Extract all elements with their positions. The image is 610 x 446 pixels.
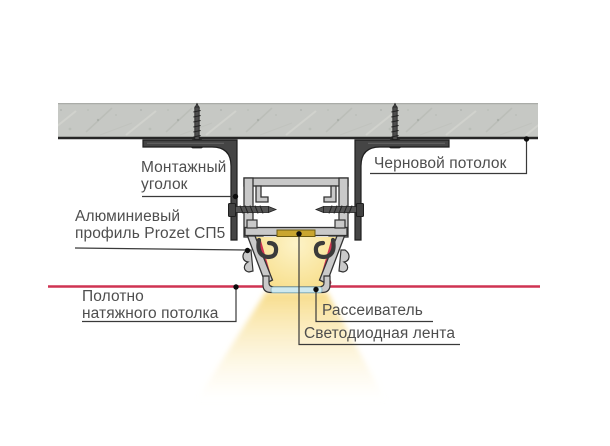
led-strip-bar — [276, 229, 316, 237]
label-line: Рассеиватель — [322, 302, 423, 319]
screw-head — [228, 203, 236, 217]
channel-top-bar — [243, 177, 349, 187]
light-beam — [196, 292, 386, 401]
screw-tip — [314, 205, 324, 214]
label-mounting-bracket: Монтажный уголок — [141, 159, 227, 193]
mounting-bracket-right — [354, 139, 450, 241]
label-line: профиль Prozet СП5 — [75, 224, 226, 242]
label-led-strip: Светодиодная лента — [304, 325, 456, 343]
leader-led-strip — [298, 235, 460, 346]
lamp-module — [242, 219, 350, 294]
diffuser-panel — [270, 286, 323, 294]
side-screws — [228, 203, 364, 217]
dot-led-strip — [296, 231, 302, 237]
mounting-bracket-left — [142, 139, 238, 241]
mounting-brackets — [142, 139, 450, 241]
reflector-wall-right — [318, 235, 346, 285]
leader-dots — [232, 136, 530, 293]
side-hook-right — [338, 249, 350, 273]
lamp-bar-tab-left — [246, 219, 258, 229]
label-aluminum-profile: Алюминиевый профиль Prozet СП5 — [75, 208, 226, 242]
label-line: Монтажный — [141, 159, 227, 176]
screw-threads — [193, 109, 201, 138]
leader-rough-ceiling — [370, 140, 528, 175]
channel-inner-tab-right — [323, 185, 337, 203]
label-line: Полотно — [82, 288, 144, 305]
leader-aluminum-profile — [74, 247, 247, 251]
screw-head — [356, 203, 364, 217]
light-beam-cone — [196, 292, 386, 401]
spring-clip-left — [256, 237, 279, 260]
leader-stretch-ceiling — [82, 288, 237, 323]
side-hook-left — [242, 249, 254, 273]
label-line: уголок — [141, 175, 188, 193]
channel-inner-tab-left — [255, 185, 269, 203]
rough-ceiling-slab — [58, 102, 538, 140]
reflector-wall-left — [246, 235, 274, 285]
dot-aluminum-profile — [244, 247, 251, 254]
label-rough-ceiling: Черновой потолок — [374, 155, 507, 173]
side-screw-left — [228, 203, 278, 217]
screw-threads — [328, 205, 353, 214]
dot-stretch-ceiling — [233, 284, 239, 290]
label-stretch-ceiling: Полотно натяжного потолка — [82, 288, 219, 322]
label-line: Светодиодная лента — [304, 325, 456, 342]
dot-diffuser — [313, 286, 319, 293]
lamp-bar-tab-right — [334, 219, 346, 229]
side-screw-right — [314, 203, 364, 217]
spring-clip-right — [313, 237, 336, 260]
label-line: Алюминиевый — [75, 208, 181, 225]
dot-mounting-bracket — [232, 193, 239, 200]
label-line: натяжного потолка — [82, 304, 219, 322]
screw-tip — [268, 205, 278, 214]
label-diffuser: Рассеиватель — [322, 302, 423, 320]
concrete-band — [58, 103, 538, 137]
leader-lines — [74, 140, 528, 346]
screw-threads — [391, 109, 399, 138]
dot-rough-ceiling — [523, 136, 530, 142]
leader-diffuser — [315, 290, 433, 323]
label-line: Черновой потолок — [374, 155, 507, 172]
screw-threads — [239, 205, 264, 214]
